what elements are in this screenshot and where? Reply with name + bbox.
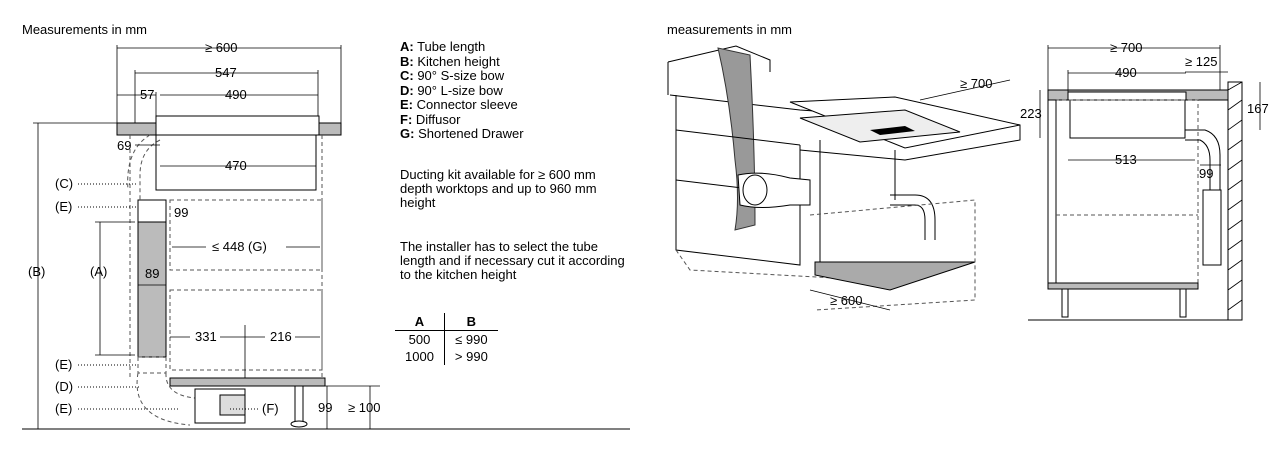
legend-key: A: [400, 39, 414, 54]
hob-body [155, 134, 317, 191]
right-title: measurements in mm [667, 22, 792, 37]
side-dim-490: 490 [1115, 65, 1137, 80]
legend-text: 90° S-size bow [413, 68, 505, 83]
note-ducting-kit: Ducting kit available for ≥ 600 mm depth… [400, 167, 597, 210]
legend-key: F: [400, 111, 413, 127]
dim-100: ≥ 100 [348, 400, 380, 415]
legend-key: G: [400, 126, 415, 141]
side-dim-223: 223 [1020, 106, 1042, 121]
cabinet-foot [294, 385, 304, 423]
legend-text: Tube length [413, 39, 486, 54]
table-header-a: A [395, 313, 445, 331]
dim-216: 216 [270, 329, 292, 344]
legend-item: A: Tube length [400, 39, 524, 55]
left-title: Measurements in mm [22, 22, 147, 37]
callout-f: (F) [262, 401, 279, 416]
callout-e2: (E) [55, 357, 72, 372]
drawer-upper [169, 199, 323, 271]
side-dim-167: 167 [1247, 101, 1269, 116]
dim-57: 57 [140, 87, 154, 102]
legend-text: Diffusor [412, 111, 461, 127]
legend-text: Kitchen height [413, 53, 500, 69]
legend-item: C: 90° S-size bow [400, 68, 524, 84]
dim-99a: 99 [174, 205, 188, 220]
callout-b: (B) [28, 264, 45, 279]
legend-item: D: 90° L-size bow [400, 82, 524, 99]
hob-top [155, 115, 320, 136]
persp-dim-700: ≥ 700 [960, 76, 992, 91]
table-row: 1000 > 990 [395, 348, 498, 365]
connector-sleeve-upper [137, 199, 167, 223]
callout-a: (A) [90, 264, 107, 279]
legend-item: G: Shortened Drawer [400, 126, 524, 142]
legend-item: B: Kitchen height [400, 53, 524, 70]
dim-547: 547 [215, 65, 237, 80]
legend-text: Connector sleeve [413, 97, 518, 112]
tube-length-table: A B 500 ≤ 990 1000 > 990 [395, 313, 498, 365]
legend-key: D: [400, 82, 414, 98]
dim-69: 69 [117, 138, 131, 153]
callout-e1: (E) [55, 199, 72, 214]
tube-a [137, 221, 167, 358]
legend-item: F: Diffusor [400, 111, 524, 128]
callout-e3: (E) [55, 401, 72, 416]
table-header-b: B [444, 313, 498, 331]
dim-89: 89 [145, 266, 159, 281]
dim-490: 490 [225, 87, 247, 102]
side-view: ≥ 700 ≥ 125 490 223 167 513 99 [1020, 40, 1269, 321]
side-dim-513: 513 [1115, 152, 1137, 167]
table-row: 500 ≤ 990 [395, 330, 498, 348]
dim-470: 470 [225, 158, 247, 173]
legend-key: B: [400, 53, 414, 69]
perspective-view: ≥ 700 ≥ 600 [667, 45, 1021, 311]
legend-key: C: [400, 68, 414, 83]
callout-c: (C) [55, 176, 73, 191]
drawer-lower [169, 289, 323, 371]
legend-text: 90° L-size bow [413, 82, 503, 98]
plinth-board [169, 377, 326, 387]
persp-dim-600: ≥ 600 [830, 293, 862, 308]
dim-448: ≤ 448 (G) [212, 239, 267, 254]
side-dim-99: 99 [1199, 166, 1213, 181]
legend-text: Shortened Drawer [414, 126, 524, 141]
callout-d: (D) [55, 379, 73, 394]
side-dim-700: ≥ 700 [1110, 40, 1142, 55]
dim-600: ≥ 600 [205, 40, 237, 55]
note-installer: The installer has to select the tube len… [400, 239, 625, 282]
side-dim-125: ≥ 125 [1185, 54, 1217, 69]
legend-key: E: [400, 97, 413, 112]
dim-331: 331 [195, 329, 217, 344]
legend-item: E: Connector sleeve [400, 97, 524, 113]
dim-99b: 99 [318, 400, 332, 415]
